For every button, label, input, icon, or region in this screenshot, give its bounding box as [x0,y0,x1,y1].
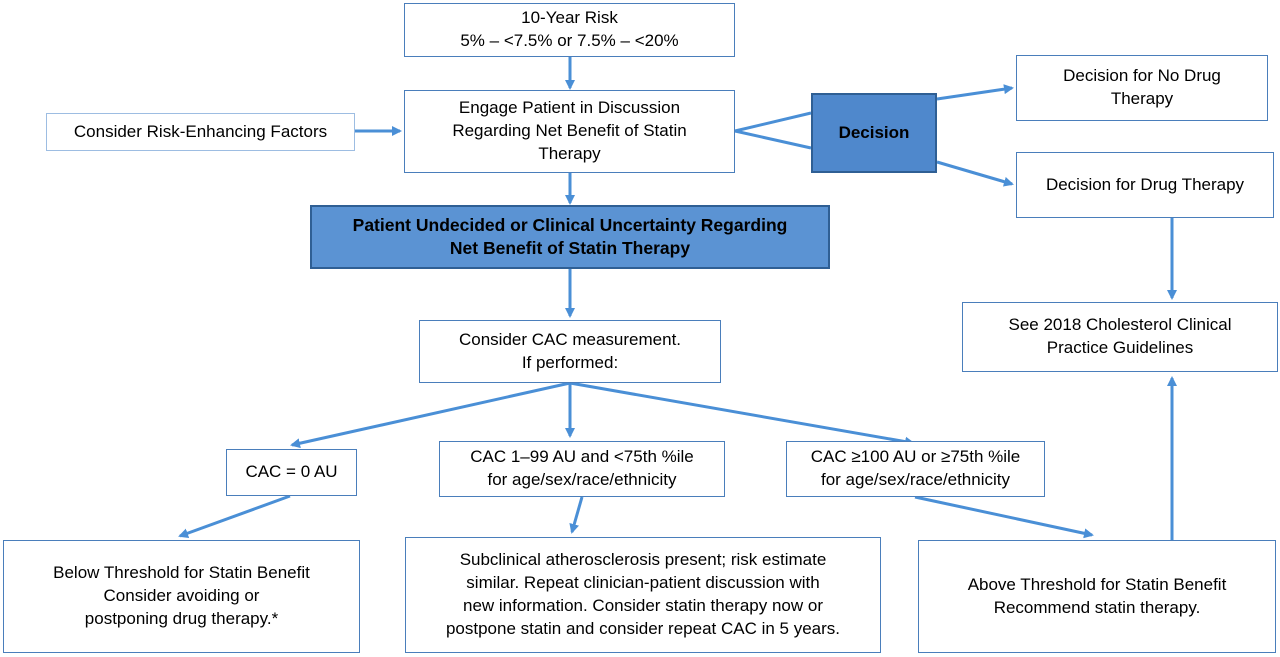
arrow-cac-to-zero [290,381,571,449]
cholesterol-line1: See 2018 Cholesterol Clinical [1008,315,1232,335]
decision-box: Decision [811,93,937,173]
drug-box: Decision for Drug Therapy [1016,152,1274,218]
cac-high-box: CAC ≥100 AU or ≥75th %ile for age/sex/rac… [786,441,1045,497]
cac-zero-label: CAC = 0 AU [245,462,338,482]
cac-measure-line1: Consider CAC measurement. [458,329,682,349]
risk-box: 10-Year Risk 5% – <7.5% or 7.5% – <20% [404,3,735,57]
subclinical-box: Subclinical atherosclerosis present; ris… [405,537,881,653]
below-line3: postponing drug therapy.* [84,608,279,628]
subclinical-line3: new information. Consider statin therapy… [462,596,823,615]
cac-high-line1: CAC ≥100 AU or ≥75th %ile [810,447,1021,467]
arrow-mid-to-subclinical [569,496,584,534]
risk-box-line1: 10-Year Risk [521,8,618,28]
arrow-decision-to-no-drug [936,84,1014,101]
undecided-line2: Net Benefit of Statin Therapy [449,238,691,258]
cac-mid-box: CAC 1–99 AU and <75th %ile for age/sex/ra… [439,441,725,497]
arrow-engage-to-decision-upper [734,111,812,133]
engage-line3: Therapy [538,143,601,163]
cholesterol-line2: Practice Guidelines [1046,338,1194,357]
arrow-high-to-above [914,495,1094,539]
risk-enhancing-label: Consider Risk-Enhancing Factors [73,121,328,141]
arrow-engage-to-decision-lower [734,129,812,150]
arrow-cac-to-high [569,381,915,447]
undecided-box: Patient Undecided or Clinical Uncertaint… [310,205,830,269]
risk-box-line2: 5% – <7.5% or 7.5% – <20% [460,31,679,50]
no-drug-line1: Decision for No Drug [1063,66,1221,86]
above-line1: Above Threshold for Statin Benefit [967,574,1227,594]
cac-measure-box: Consider CAC measurement. If performed: [419,320,721,383]
subclinical-line4: postpone statin and consider repeat CAC … [445,618,841,638]
cac-high-line2: for age/sex/race/ethnicity [821,470,1010,489]
cac-mid-line2: for age/sex/race/ethnicity [487,470,677,489]
cac-mid-line1: CAC 1–99 AU and <75th %ile [470,447,694,467]
arrow-zero-to-below [178,494,291,538]
engage-line1: Engage Patient in Discussion [458,98,681,118]
decision-label: Decision [838,122,910,142]
below-line2: Consider avoiding or [103,586,260,606]
subclinical-line1: Subclinical atherosclerosis present; ris… [459,550,827,570]
cac-zero-box: CAC = 0 AU [226,449,357,496]
below-line1: Below Threshold for Statin Benefit [53,563,310,583]
undecided-line1: Patient Undecided or Clinical Uncertaint… [352,214,788,235]
above-line2: Recommend statin therapy. [993,597,1201,617]
engage-line2: Regarding Net Benefit of Statin [452,121,687,141]
cac-measure-line2: If performed: [521,352,619,372]
arrow-decision-to-drug [936,160,1014,187]
no-drug-line2: Therapy [1110,89,1174,108]
subclinical-line2: similar. Repeat clinician-patient discus… [466,573,820,593]
risk-enhancing-box: Consider Risk-Enhancing Factors [46,113,355,151]
drug-label: Decision for Drug Therapy [1045,174,1245,194]
